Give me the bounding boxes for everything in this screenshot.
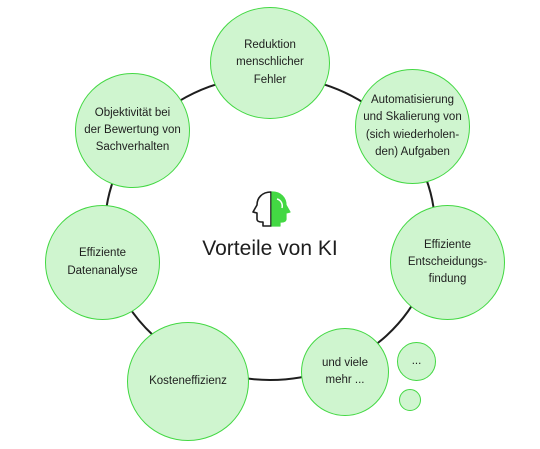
ai-head-icon (252, 191, 291, 227)
node-entscheidung-label: Effiziente Entscheidungs- findung (407, 238, 488, 286)
node-reduktion-label: Reduktion menschlicher Fehler (236, 39, 304, 86)
thought-bubble-label: ... (411, 354, 422, 367)
node-automatisierung-label: Automatisierung und Skalierung von (sich… (363, 94, 462, 158)
thought-bubble-small (399, 389, 421, 411)
node-reduktion: Reduktion menschlicher Fehler (210, 7, 330, 119)
node-datenanalyse-label: Effiziente Datenanalyse (67, 247, 138, 277)
node-entscheidung: Effiziente Entscheidungs- findung (390, 205, 505, 320)
thought-bubble-large: ... (397, 342, 436, 381)
node-kosten-label: Kosteneffizienz (149, 374, 227, 387)
node-objektivitaet: Objektivität bei der Bewertung von Sachv… (75, 73, 190, 188)
diagram-title: Vorteile von KI (202, 237, 338, 260)
node-viele-mehr: und viele mehr ... (301, 328, 389, 416)
node-kosten: Kosteneffizienz (127, 322, 249, 441)
node-objektivitaet-label: Objektivität bei der Bewertung von Sachv… (84, 106, 181, 154)
node-viele-mehr-label: und viele mehr ... (321, 356, 369, 386)
node-automatisierung: Automatisierung und Skalierung von (sich… (355, 69, 470, 184)
node-datenanalyse: Effiziente Datenanalyse (45, 205, 160, 320)
